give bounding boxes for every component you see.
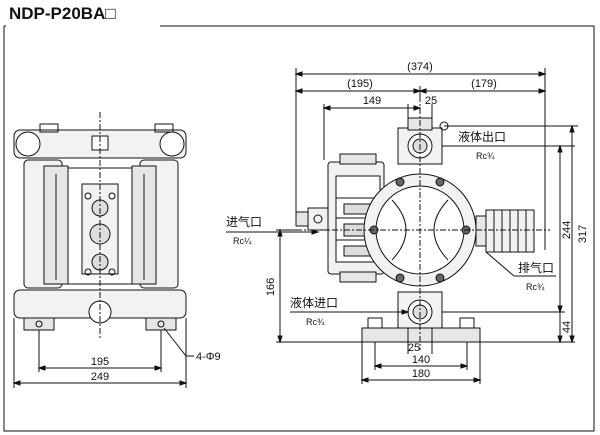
dim-44: 44 (561, 321, 573, 333)
front-dim-195: 195 (91, 356, 109, 368)
front-hole-callout: 4-Φ9 (196, 351, 221, 363)
dim-180: 180 (412, 368, 430, 380)
drawing-frame (3, 25, 595, 432)
label-exhaust-size: Rc¾ (526, 282, 545, 292)
dim-374: (374) (407, 61, 433, 73)
dim-166: 166 (265, 278, 277, 296)
label-liquid-inlet-size: Rc¾ (306, 317, 325, 327)
label-liquid-inlet: 液体进口 (290, 295, 338, 310)
dim-25-top: 25 (425, 95, 437, 107)
label-air-inlet: 进气口 (226, 214, 262, 229)
label-liquid-outlet-size: Rc¾ (476, 151, 495, 161)
dim-179: (179) (471, 78, 497, 90)
dim-244: 244 (561, 221, 573, 239)
side-view (226, 68, 578, 384)
dim-140: 140 (412, 354, 430, 366)
dim-25-bottom: 25 (408, 342, 420, 354)
label-exhaust: 排气口 (518, 260, 554, 275)
front-dim-249: 249 (91, 371, 109, 383)
label-air-inlet-size: Rc¼ (233, 236, 252, 246)
model-title: NDP-P20BA□ (6, 4, 119, 24)
dim-149: 149 (363, 95, 381, 107)
dim-317: 317 (577, 225, 589, 243)
dim-195: (195) (347, 78, 373, 90)
label-liquid-outlet: 液体出口 (458, 129, 506, 144)
front-view (12, 112, 194, 388)
